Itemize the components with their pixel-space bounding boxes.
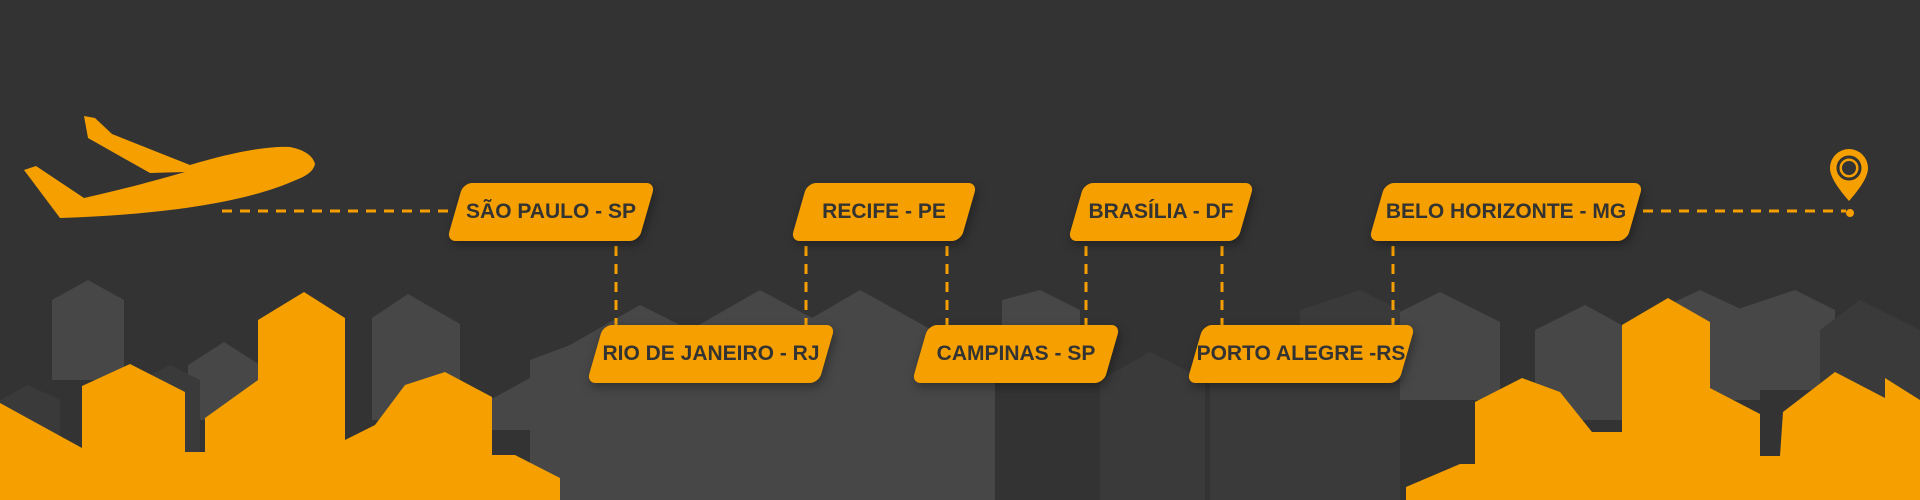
stop-rio-de-janeiro: RIO DE JANEIRO - RJ — [586, 325, 836, 383]
stop-label: BELO HORIZONTE - MG — [1385, 200, 1627, 223]
route-lines — [222, 209, 1846, 325]
stop-campinas: CAMPINAS - SP — [911, 325, 1121, 383]
stop-porto-alegre: PORTO ALEGRE -RS — [1186, 325, 1416, 383]
stop-label: SÃO PAULO - SP — [466, 200, 636, 223]
airplane-icon — [24, 116, 315, 218]
orange-buildings-right — [1406, 298, 1920, 500]
map-pin-icon — [1830, 149, 1868, 217]
stop-label: PORTO ALEGRE -RS — [1196, 342, 1406, 365]
stop-brasilia: BRASÍLIA - DF — [1067, 183, 1255, 241]
stop-label: CAMPINAS - SP — [936, 342, 1096, 365]
stop-belo-horizonte: BELO HORIZONTE - MG — [1368, 183, 1644, 241]
stop-label: RECIFE - PE — [822, 200, 946, 223]
orange-buildings-left — [0, 292, 560, 500]
stop-recife: RECIFE - PE — [790, 183, 978, 241]
stop-label: RIO DE JANEIRO - RJ — [602, 342, 820, 365]
stop-label: BRASÍLIA - DF — [1088, 200, 1234, 223]
stop-sao-paulo: SÃO PAULO - SP — [446, 183, 656, 241]
